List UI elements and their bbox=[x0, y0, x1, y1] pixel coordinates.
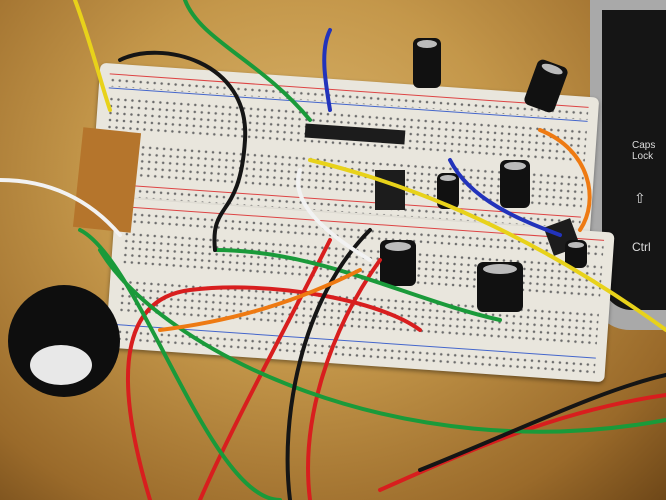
potentiometer-knob bbox=[8, 285, 120, 397]
shift-key: ⇧ bbox=[634, 190, 646, 206]
caps-lock-key: Caps Lock bbox=[632, 140, 656, 162]
capacitor bbox=[477, 262, 523, 312]
ctrl-key: Ctrl bbox=[632, 240, 651, 254]
capacitor bbox=[380, 240, 416, 286]
keyboard: Caps Lock ⇧ Ctrl bbox=[590, 0, 666, 330]
capacitor bbox=[500, 160, 530, 208]
capacitor bbox=[565, 240, 587, 268]
capacitor bbox=[413, 38, 441, 88]
capacitor bbox=[437, 173, 459, 209]
voltage-regulator bbox=[375, 170, 405, 210]
